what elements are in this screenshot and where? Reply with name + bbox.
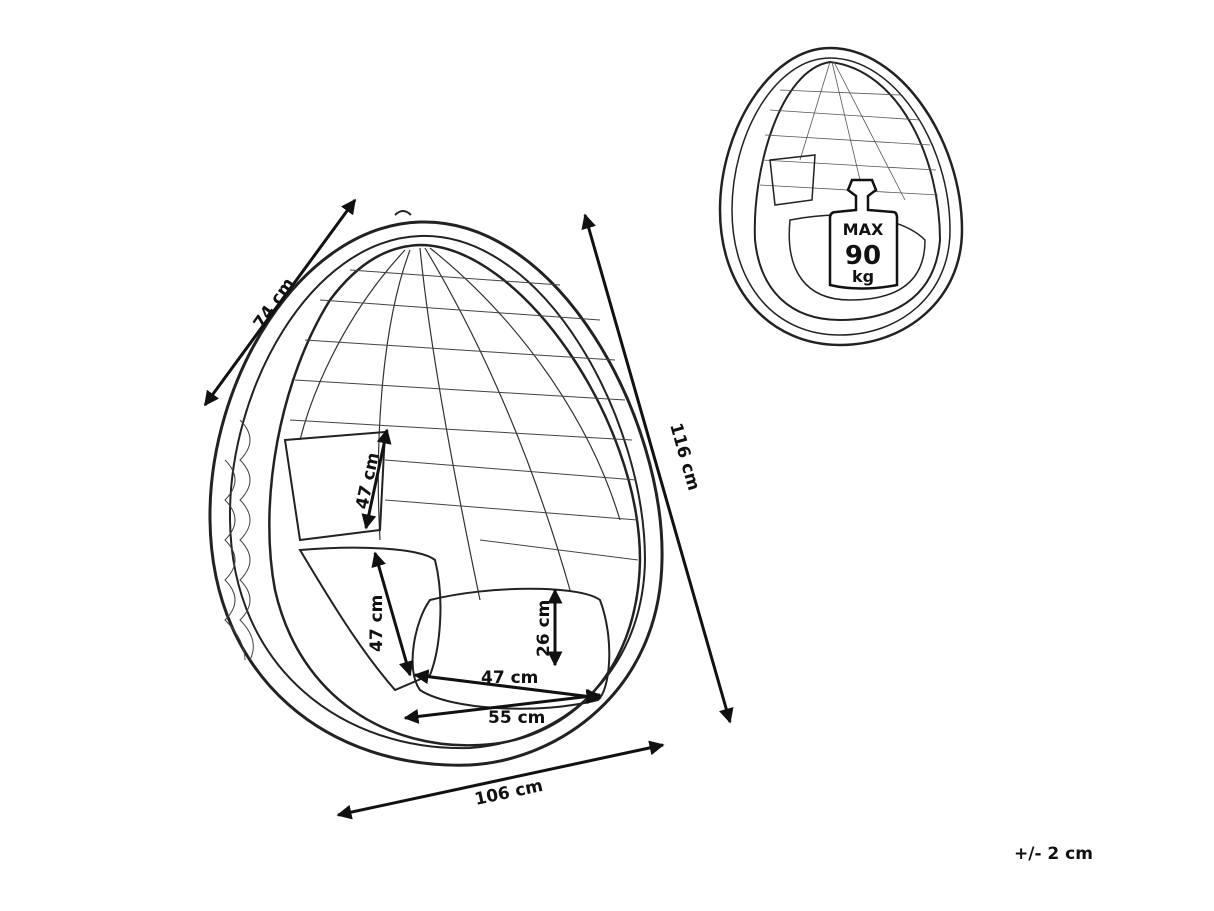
width-label: 106 cm — [473, 776, 545, 810]
backrest-height-label: 47 cm — [367, 595, 387, 652]
small-egg-chair-drawing: MAX 90 kg — [718, 46, 964, 347]
max-weight-value: 90 — [845, 241, 881, 271]
backrest-height-arrow — [371, 551, 414, 677]
depth-arrow — [203, 198, 357, 407]
width-arrow — [336, 740, 665, 820]
weight-unit: kg — [852, 267, 874, 286]
max-label: MAX — [843, 220, 884, 239]
back-cushion — [298, 546, 442, 692]
side-weave — [224, 419, 254, 661]
weight-icon: MAX 90 kg — [828, 178, 899, 290]
wicker-slats — [289, 269, 639, 561]
depth-label: 74 cm — [250, 274, 299, 332]
height-arrow — [581, 213, 734, 724]
seat-width-arrow — [403, 689, 602, 724]
pillow-height-arrow — [361, 428, 392, 530]
seat-depth-label: 47 cm — [481, 668, 538, 688]
pillow — [283, 430, 387, 542]
cushion-thickness-label: 26 cm — [534, 600, 554, 657]
tolerance-note: +/- 2 cm — [1014, 844, 1093, 864]
height-label: 116 cm — [665, 421, 703, 493]
seat-width-label: 55 cm — [488, 708, 545, 728]
seat-cushion — [411, 587, 611, 710]
